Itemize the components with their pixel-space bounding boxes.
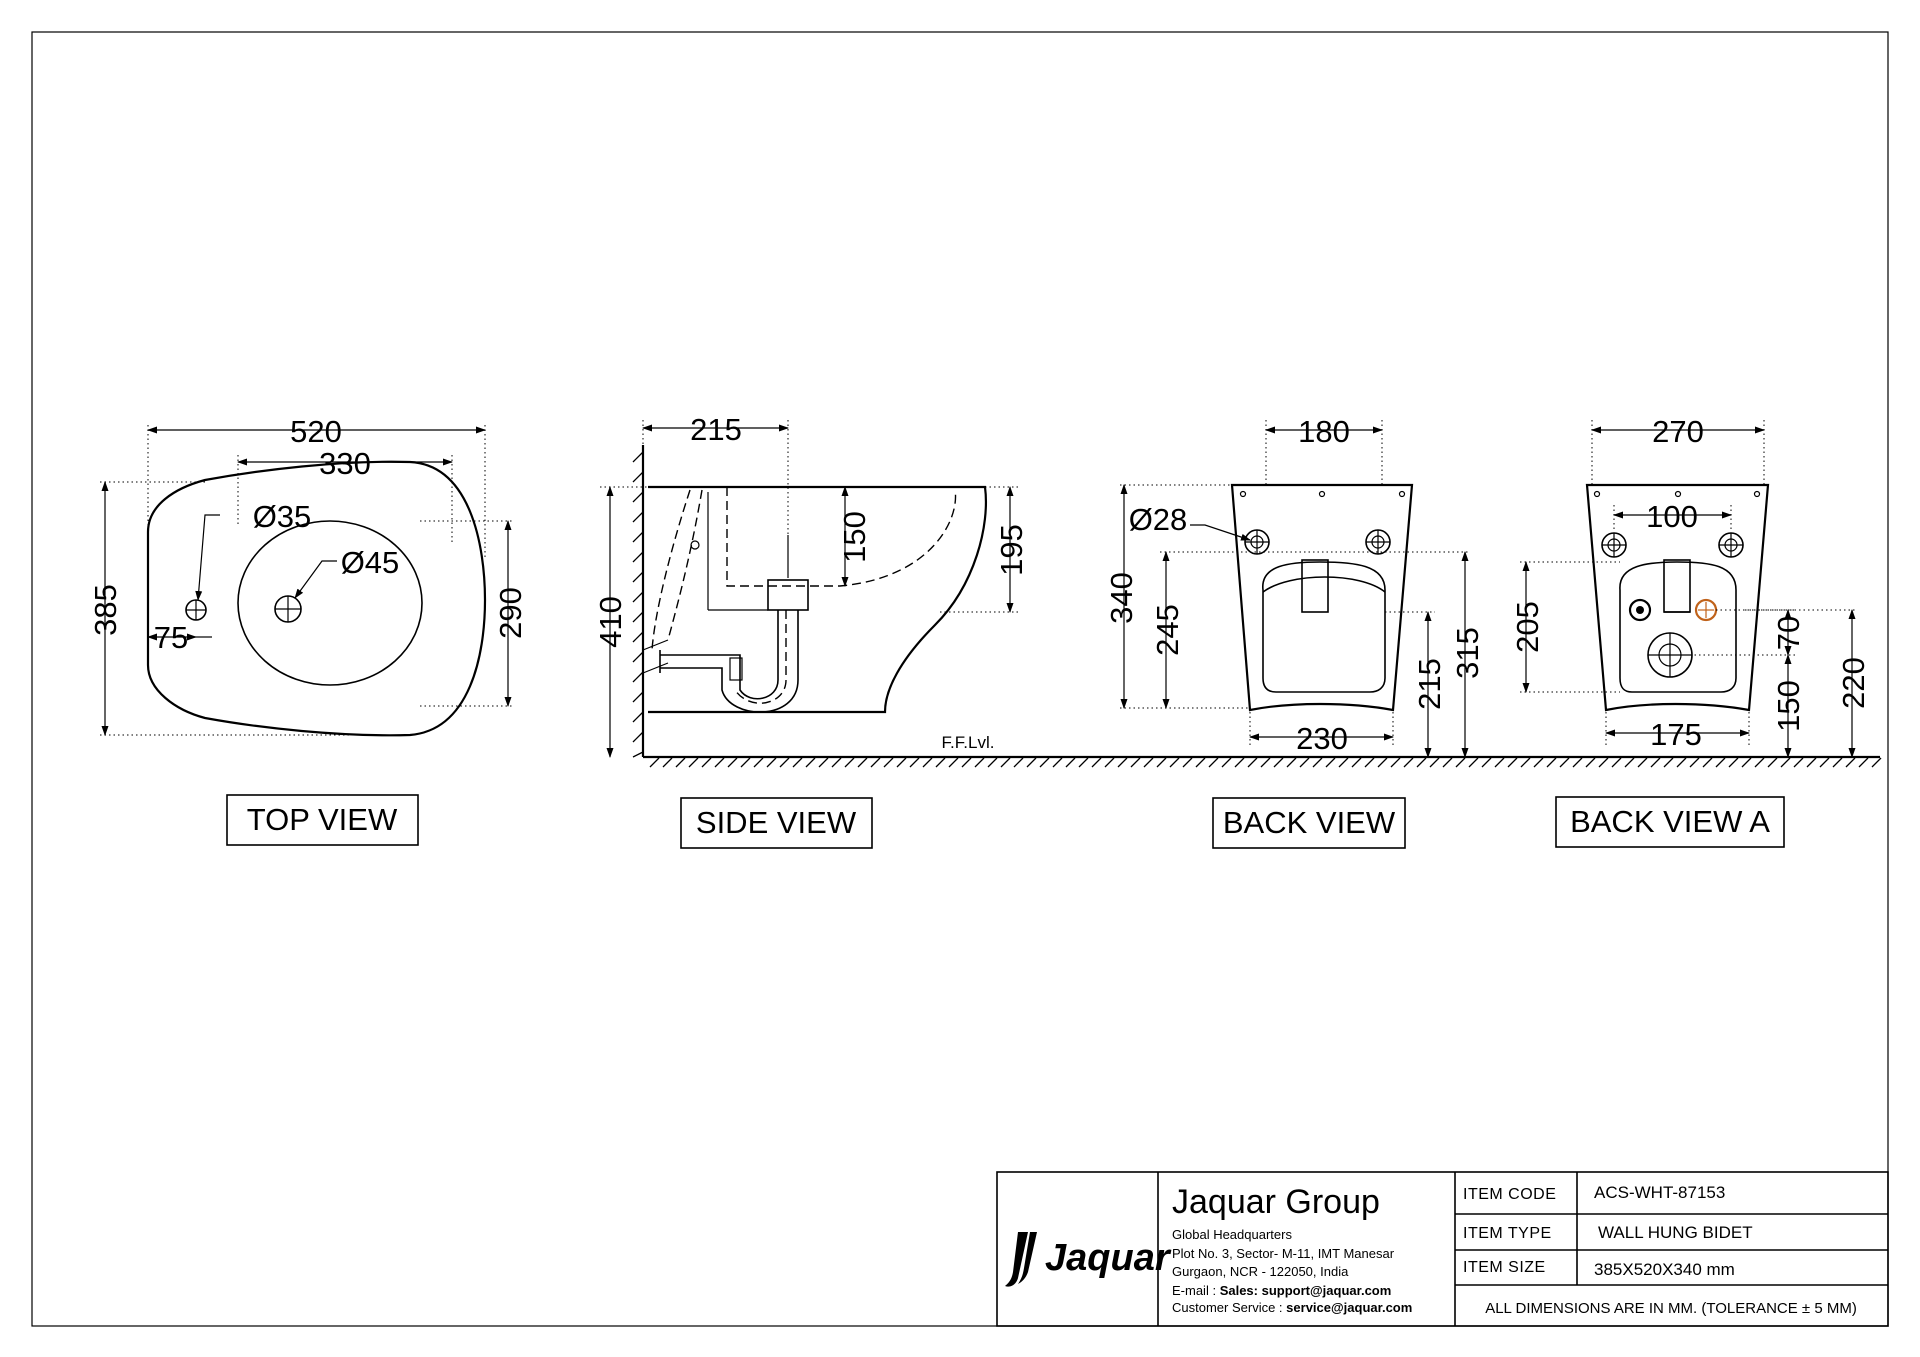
drain-hole-dim: Ø45 bbox=[341, 545, 400, 580]
item-code-label: ITEM CODE bbox=[1463, 1186, 1556, 1203]
back-view-label: BACK VIEW bbox=[1223, 805, 1396, 840]
back-body-height-dim: 315 bbox=[1450, 627, 1485, 679]
title-block: Jaquar Jaquar Group Global Headquarters … bbox=[996, 1171, 1889, 1327]
back-a-bottom-width-dim: 175 bbox=[1650, 717, 1702, 752]
item-size-label: ITEM SIZE bbox=[1463, 1259, 1546, 1276]
side-view-label-box bbox=[680, 797, 873, 849]
p-trap bbox=[660, 610, 799, 713]
back-a-fixing-height-dim: 205 bbox=[1510, 601, 1545, 653]
back-a-top-width-dim: 270 bbox=[1652, 414, 1704, 449]
top-depth-dim: 385 bbox=[88, 584, 123, 636]
back-fixing-hole-dim: Ø28 bbox=[1129, 502, 1188, 537]
hole-offset-dim: 75 bbox=[154, 620, 188, 655]
top-basin-depth-dim: 290 bbox=[493, 587, 528, 639]
back-a-inlet-height-dim: 220 bbox=[1836, 657, 1871, 709]
side-view-body bbox=[648, 485, 987, 714]
top-view-label: TOP VIEW bbox=[247, 802, 398, 837]
address-line-1: Plot No. 3, Sector- M-11, IMT Manesar bbox=[1172, 1246, 1395, 1261]
side-body-height-dim: 195 bbox=[994, 524, 1029, 576]
jaquar-logo: Jaquar bbox=[1005, 1232, 1172, 1287]
wall-hatch bbox=[632, 451, 644, 758]
waste-fitting bbox=[767, 579, 809, 611]
company-name: Jaquar Group bbox=[1172, 1183, 1380, 1221]
item-type-value: WALL HUNG BIDET bbox=[1598, 1223, 1753, 1242]
back-view-outline bbox=[1230, 483, 1414, 712]
top-view-outline bbox=[146, 460, 487, 737]
floor-hatch bbox=[649, 757, 1882, 768]
back-view-a: 270 100 205 70 150 220 175 BACK VIEW A bbox=[1510, 414, 1871, 848]
top-view: 520 330 Ø35 Ø45 75 385 290 TOP VIEW bbox=[88, 414, 528, 846]
top-basin-width-dim: 330 bbox=[319, 446, 371, 481]
back-a-waste-height-dim: 150 bbox=[1771, 680, 1806, 732]
back-waste-height-dim: 215 bbox=[1412, 658, 1447, 710]
side-projection-dim: 215 bbox=[690, 412, 742, 447]
sheet-border bbox=[31, 31, 1889, 1327]
back-total-height-dim: 340 bbox=[1104, 572, 1139, 624]
hq-title: Global Headquarters bbox=[1172, 1227, 1292, 1242]
floor-level-label: F.F.Lvl. bbox=[942, 733, 995, 752]
item-code-value: ACS-WHT-87153 bbox=[1594, 1183, 1725, 1202]
address-line-2: Gurgaon, NCR - 122050, India bbox=[1172, 1264, 1349, 1279]
back-view: 180 Ø28 340 245 215 315 230 BACK VIEW bbox=[1104, 414, 1485, 849]
logo-wordmark: Jaquar bbox=[1045, 1237, 1172, 1279]
back-bottom-width-dim: 230 bbox=[1296, 721, 1348, 756]
inlet-left bbox=[1628, 598, 1652, 622]
side-bowl-depth-dim: 150 bbox=[837, 511, 872, 563]
item-size-value: 385X520X340 mm bbox=[1594, 1260, 1735, 1279]
back-view-a-label-box bbox=[1555, 796, 1785, 848]
back-view-label-box bbox=[1212, 797, 1406, 849]
dimension-note: ALL DIMENSIONS ARE IN MM. (TOLERANCE ± 5… bbox=[1485, 1300, 1857, 1317]
top-width-dim: 520 bbox=[290, 414, 342, 449]
service-line: Customer Service : service@jaquar.com bbox=[1172, 1300, 1412, 1315]
back-top-width-dim: 180 bbox=[1298, 414, 1350, 449]
item-type-label: ITEM TYPE bbox=[1463, 1225, 1552, 1242]
back-a-hole-spacing-dim: 100 bbox=[1646, 499, 1698, 534]
side-height-dim: 410 bbox=[593, 596, 628, 648]
side-view: F.F.Lvl. 215 410 150 195 SIDE VIEW bbox=[593, 412, 1882, 849]
tap-hole-dim: Ø35 bbox=[253, 499, 312, 534]
top-view-label-box bbox=[226, 794, 419, 846]
back-a-inlet-spacing-dim: 70 bbox=[1771, 616, 1806, 650]
back-view-a-label: BACK VIEW A bbox=[1570, 804, 1770, 839]
top-view-basin bbox=[237, 520, 423, 686]
email-line: E-mail : Sales: support@jaquar.com bbox=[1172, 1283, 1391, 1298]
side-view-label: SIDE VIEW bbox=[696, 805, 857, 840]
back-view-a-outline bbox=[1585, 483, 1770, 712]
back-fixing-height-dim: 245 bbox=[1150, 604, 1185, 656]
